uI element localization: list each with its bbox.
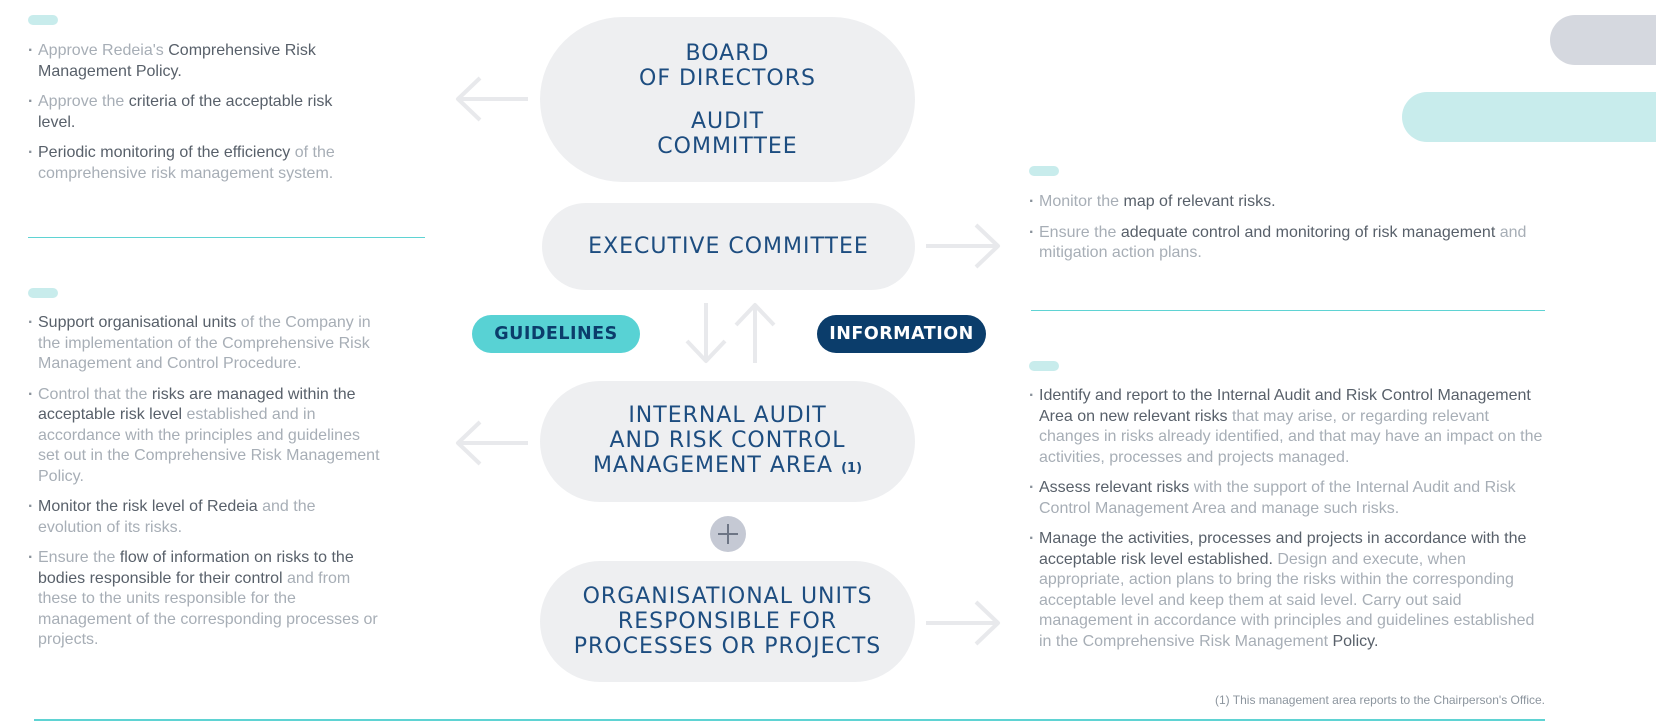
list-item: Monitor the map of relevant risks. xyxy=(1029,192,1554,213)
section-tag-executive xyxy=(1029,166,1059,176)
board-audit-box: BOARD OF DIRECTORS AUDIT COMMITTEE xyxy=(540,17,915,182)
internal-title-3: MANAGEMENT AREA (1) xyxy=(593,453,862,481)
list-item: Manage the activities, processes and pro… xyxy=(1029,529,1544,652)
units-title-1: ORGANISATIONAL UNITS xyxy=(582,584,873,609)
executive-committee-box: EXECUTIVE COMMITTEE xyxy=(542,203,915,290)
list-item: Assess relevant risks with the support o… xyxy=(1029,478,1544,519)
footnote: (1) This management area reports to the … xyxy=(1214,693,1545,707)
board-responsibilities-list: Approve Redeia's Comprehensive Risk Mana… xyxy=(28,41,358,194)
units-title-3: PROCESSES OR PROJECTS xyxy=(573,634,882,659)
arrow-right-icon xyxy=(926,223,1000,269)
decor-grey-shape xyxy=(1550,15,1656,65)
information-chip: INFORMATION xyxy=(817,315,986,353)
footnote-marker: (1) xyxy=(841,460,863,476)
units-title-2: RESPONSIBLE FOR xyxy=(617,609,838,634)
list-item: Periodic monitoring of the efficiency of… xyxy=(28,143,358,184)
information-label: INFORMATION xyxy=(829,324,974,344)
list-item: Support organisational units of the Comp… xyxy=(28,313,383,375)
list-item: Ensure the adequate control and monitori… xyxy=(1029,223,1554,264)
board-title: BOARD xyxy=(685,40,770,66)
list-item: Control that the risks are managed withi… xyxy=(28,385,383,488)
internal-title-1: INTERNAL AUDIT xyxy=(628,402,827,428)
arrow-left-icon-2 xyxy=(456,420,528,466)
divider xyxy=(28,237,425,238)
organisational-units-box: ORGANISATIONAL UNITS RESPONSIBLE FOR PRO… xyxy=(540,561,915,682)
bottom-rule xyxy=(34,719,1545,721)
arrow-left-icon xyxy=(456,76,528,122)
units-responsibilities-list: Identify and report to the Internal Audi… xyxy=(1029,386,1544,662)
guidelines-chip: GUIDELINES xyxy=(472,315,640,353)
internal-audit-responsibilities-list: Support organisational units of the Comp… xyxy=(28,313,383,661)
decor-teal-shape xyxy=(1402,92,1656,142)
guidelines-label: GUIDELINES xyxy=(494,324,618,344)
arrow-down-icon xyxy=(685,303,727,363)
list-item: Approve the criteria of the acceptable r… xyxy=(28,92,358,133)
internal-title-2: AND RISK CONTROL xyxy=(609,427,846,453)
section-tag-internal xyxy=(28,288,58,298)
internal-title-3-text: MANAGEMENT AREA xyxy=(592,452,834,478)
list-item: Identify and report to the Internal Audi… xyxy=(1029,386,1544,468)
section-tag-board xyxy=(28,15,58,25)
divider-2 xyxy=(1031,310,1545,311)
list-item: Approve Redeia's Comprehensive Risk Mana… xyxy=(28,41,358,82)
audit-title: AUDIT xyxy=(690,108,765,134)
executive-title: EXECUTIVE COMMITTEE xyxy=(588,234,869,259)
plus-icon xyxy=(710,516,746,552)
arrow-right-icon-2 xyxy=(926,600,1000,646)
arrow-up-icon xyxy=(734,303,776,363)
audit-title-2: COMMITTEE xyxy=(657,133,798,159)
list-item: Ensure the flow of information on risks … xyxy=(28,548,383,651)
internal-audit-box: INTERNAL AUDIT AND RISK CONTROL MANAGEME… xyxy=(540,381,915,502)
executive-responsibilities-list: Monitor the map of relevant risks. Ensur… xyxy=(1029,192,1554,274)
list-item: Monitor the risk level of Redeia and the… xyxy=(28,497,383,538)
board-title-2: OF DIRECTORS xyxy=(639,65,816,91)
section-tag-units xyxy=(1029,361,1059,371)
